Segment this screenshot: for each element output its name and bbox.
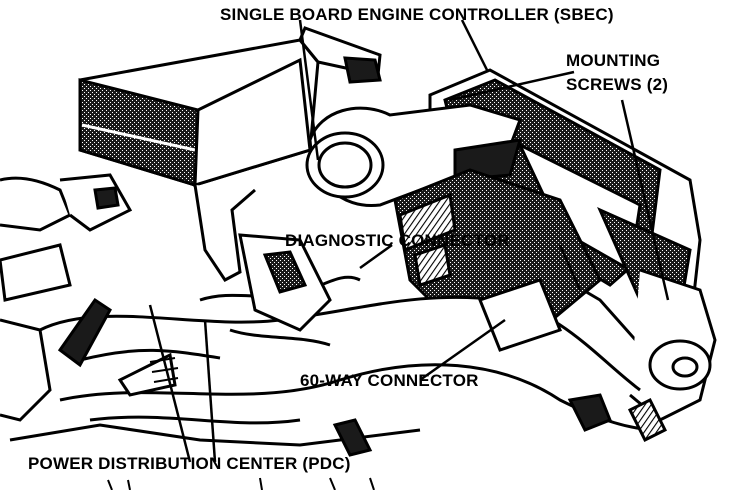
intake-tube — [305, 103, 523, 208]
label-60-way-connector: 60-WAY CONNECTOR — [300, 371, 479, 390]
label-mounting-screws-line2: SCREWS (2) — [566, 75, 669, 94]
wiring-harness — [9, 275, 668, 457]
leader-sbec — [460, 19, 490, 73]
leader-screw-2 — [620, 99, 670, 301]
leader-pdc-2 — [203, 319, 217, 463]
diagnostic-area — [393, 168, 602, 332]
leader-60way — [419, 318, 506, 382]
bottom-ticks — [107, 477, 375, 490]
fender-structure — [0, 173, 332, 422]
label-diagnostic-connector: DIAGNOSTIC CONNECTOR — [285, 231, 510, 250]
pdc-housing — [78, 26, 382, 282]
leader-pdc-1 — [148, 304, 192, 463]
leader-screw-1 — [449, 70, 575, 102]
leader-diag-right — [558, 244, 582, 291]
leader-diag-left — [359, 243, 393, 270]
leader-lines — [148, 19, 670, 463]
label-pdc: POWER DISTRIBUTION CENTER (PDC) — [28, 454, 351, 473]
label-mounting-screws: MOUNTING SCREWS (2) — [566, 49, 668, 97]
label-mounting-screws-line1: MOUNTING — [566, 51, 661, 70]
label-sbec: SINGLE BOARD ENGINE CONTROLLER (SBEC) — [220, 5, 614, 24]
leader-sbec-pdc — [298, 19, 320, 161]
